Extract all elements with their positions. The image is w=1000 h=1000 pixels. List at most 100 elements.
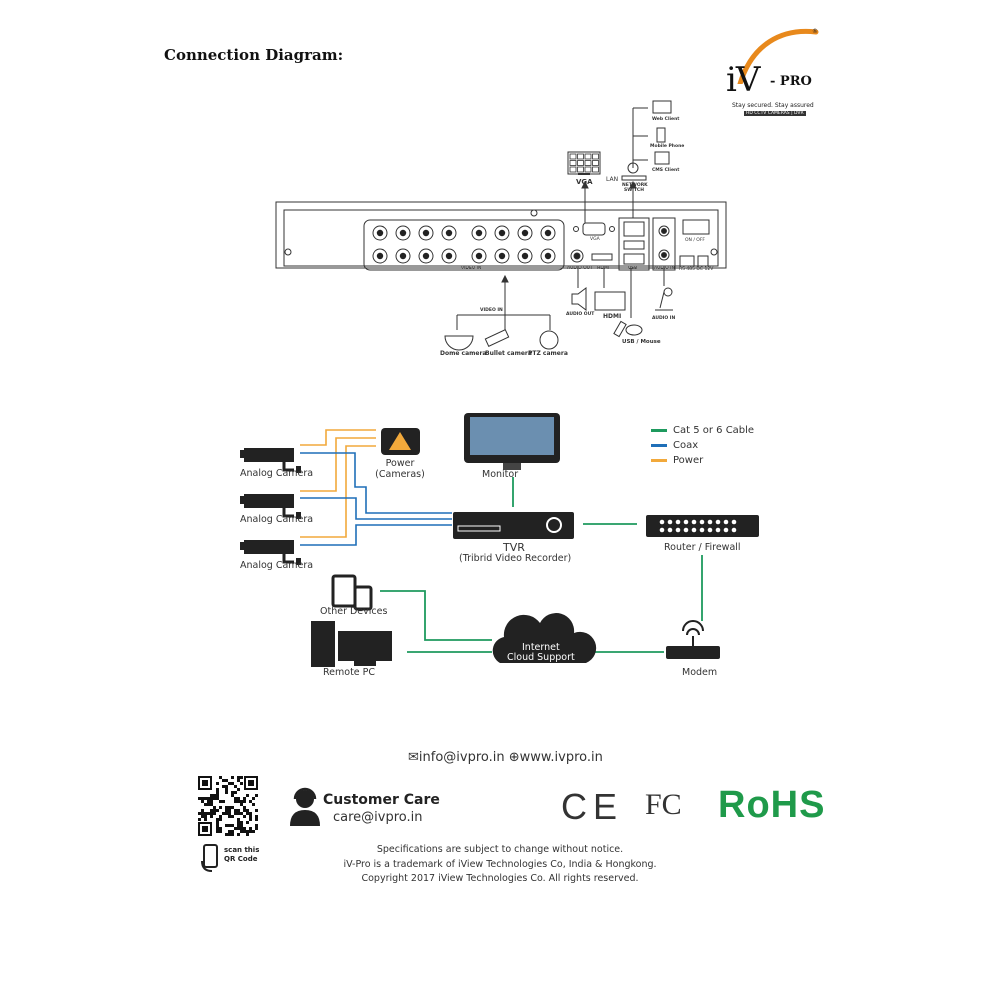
port-label: VGA — [590, 237, 600, 242]
bnc-port — [471, 225, 487, 241]
bnc-port — [471, 248, 487, 264]
scan-qr-caption: scan this QR Code — [224, 846, 259, 864]
bnc-ports — [372, 225, 556, 264]
rs485-terminal — [679, 255, 695, 267]
camera-label: Dome camera — [440, 350, 487, 357]
screw-icon — [710, 248, 718, 256]
router-port-dot — [659, 519, 665, 525]
bnc-port — [395, 248, 411, 264]
router-port-dot — [691, 527, 697, 533]
dome-camera-icon — [444, 335, 474, 351]
peripheral-label: AUDIO OUT — [566, 312, 595, 317]
microphone-icon — [655, 291, 673, 311]
port-label: ON / OFF — [685, 238, 706, 243]
bnc-port — [517, 225, 533, 241]
router-port-dot — [683, 519, 689, 525]
router-label: Router / Firewall — [664, 542, 741, 553]
router-port-dot — [723, 519, 729, 525]
rohs-mark: RoHS — [718, 784, 826, 826]
cloud-label-line1: Internet — [522, 642, 560, 653]
analog-camera-label: Analog Camera — [240, 514, 314, 525]
router-port-dot — [699, 519, 705, 525]
dvr-inner-frame — [283, 209, 719, 267]
registered-mark: ® — [812, 28, 818, 35]
bnc-port — [372, 225, 388, 241]
bnc-port — [517, 248, 533, 264]
bnc-port — [540, 248, 556, 264]
bnc-port — [395, 225, 411, 241]
client-label: Mobile Phone — [650, 144, 685, 149]
customer-care-email[interactable]: care@ivpro.in — [333, 810, 423, 825]
hdmi-port — [591, 253, 613, 261]
network-switch-label: NETWORK SWITCH — [622, 183, 648, 193]
logo-swoosh-icon — [737, 28, 819, 84]
video-in-panel — [363, 219, 565, 271]
fcc-mark: FC — [645, 788, 682, 821]
legend-label: Power — [673, 455, 704, 466]
legend-item: Coax — [651, 438, 754, 453]
legend-item: Power — [651, 453, 754, 468]
peripheral-label: HDMI — [603, 313, 622, 320]
lan-label: LAN — [606, 176, 619, 183]
cms-client-icon — [654, 151, 670, 165]
router-port-dot — [667, 519, 673, 525]
disclaimer-line: Copyright 2017 iView Technologies Co. Al… — [361, 873, 639, 884]
analog-camera-icons — [240, 448, 301, 565]
router-port-dot — [667, 527, 673, 533]
router-port-dot — [731, 519, 737, 525]
power-cables — [300, 429, 376, 538]
bullet-camera-icon — [484, 329, 510, 347]
cloud-label-line2: Cloud Support — [507, 652, 575, 663]
customer-care-headset-icon — [290, 787, 320, 826]
usb-stick-icon — [613, 320, 627, 338]
vga-monitor-icon — [567, 151, 601, 175]
bnc-port — [372, 248, 388, 264]
disclaimer-line: Specifications are subject to change wit… — [376, 844, 624, 855]
mobile-phone-icon — [656, 127, 666, 143]
speaker-icon — [571, 287, 587, 311]
legend-swatch — [651, 459, 667, 462]
scan-line1: scan this — [224, 846, 260, 854]
bnc-port — [418, 248, 434, 264]
mouse-icon — [625, 324, 643, 336]
peripheral-label: USB / Mouse — [622, 339, 661, 345]
globe-icon: ⊕ — [508, 750, 520, 765]
legend-swatch — [651, 444, 667, 447]
analog-camera-label: Analog Camera — [240, 468, 314, 479]
logo-tagline: Stay secured. Stay assured — [732, 102, 814, 109]
website-link[interactable]: www.ivpro.in — [519, 750, 603, 765]
coax-cables — [300, 452, 452, 546]
router-port-dot — [659, 527, 665, 533]
video-in-label: VIDEO IN — [480, 308, 503, 313]
router-port-dot — [699, 527, 705, 533]
vga-port — [582, 222, 606, 236]
tvr-sublabel: (Tribrid Video Recorder) — [459, 553, 572, 564]
router-port-dot — [715, 519, 721, 525]
camera-label: PTZ camera — [528, 350, 568, 357]
pc-tower-icon — [311, 621, 335, 667]
phone-icon — [353, 585, 373, 611]
port-label: USB — [628, 266, 638, 271]
video-in-port-label: VIDEO IN — [461, 266, 482, 271]
modem-icon — [666, 646, 720, 659]
router-port-dot — [675, 527, 681, 533]
router-port-dot — [723, 527, 729, 533]
router-icon — [646, 515, 759, 537]
cat-cables — [380, 477, 703, 653]
qr-code[interactable] — [198, 776, 258, 836]
client-label: CMS Client — [652, 168, 680, 173]
router-port-dot — [715, 527, 721, 533]
logo-subtag: HD CCTV CAMERAS | DVR — [744, 111, 806, 116]
customer-care-title: Customer Care — [323, 792, 440, 808]
router-port-dot — [707, 527, 713, 533]
scan-line2: QR Code — [224, 855, 258, 863]
client-label: Web Client — [652, 117, 680, 122]
ce-mark: CE — [561, 786, 624, 827]
cable-legend: Cat 5 or 6 Cable Coax Power — [651, 423, 754, 468]
bnc-port — [494, 248, 510, 264]
ptz-camera-icon — [539, 330, 559, 350]
page-title: Connection Diagram: — [164, 46, 344, 64]
router-port-dot — [675, 519, 681, 525]
remote-pc-label: Remote PC — [323, 667, 376, 678]
email-link[interactable]: info@ivpro.in — [418, 750, 505, 765]
